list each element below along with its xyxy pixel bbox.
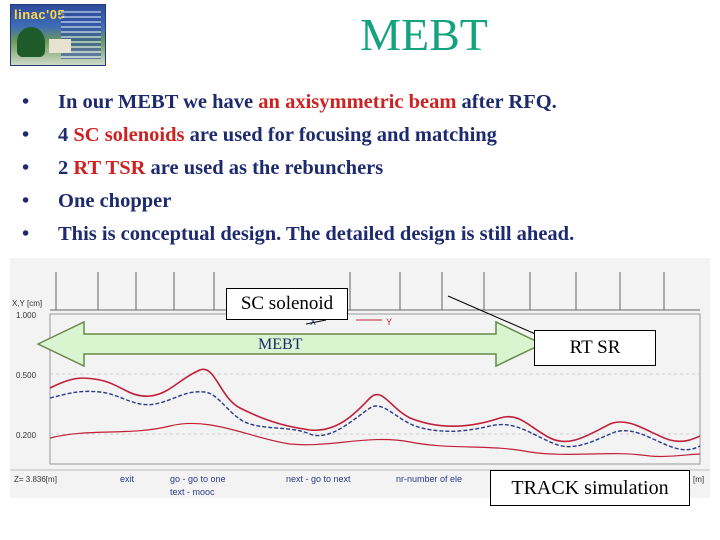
bullet-dot: •	[22, 223, 30, 245]
bullet-item: • This is conceptual design. The detailed…	[22, 218, 574, 251]
bullet-highlight: an axisymmetric beam	[258, 91, 457, 113]
plot-frame	[49, 313, 701, 465]
bullet-item: • 2 RT TSR are used as the rebunchers	[22, 152, 574, 185]
legend-x: X	[310, 317, 316, 327]
bullet-text: 2	[58, 157, 74, 179]
bullet-dot: •	[22, 91, 30, 113]
bullet-text: 4	[58, 124, 74, 146]
bullet-text: One chopper	[58, 190, 172, 212]
element-markers	[50, 272, 700, 311]
bullet-dot: •	[22, 157, 30, 179]
bullet-list: • In our MEBT we have an axisymmetric bea…	[22, 86, 574, 251]
bullet-text: are used as the rebunchers	[145, 157, 384, 179]
logo-building-image	[49, 39, 71, 53]
slide-title: MEBT	[360, 9, 488, 60]
mebt-arrow-label: MEBT	[258, 336, 303, 353]
bullet-item: • 4 SC solenoids are used for focusing an…	[22, 119, 574, 152]
bullet-dot: •	[22, 124, 30, 146]
bullet-text: In our MEBT we have	[58, 91, 259, 113]
y-envelope-trace	[49, 390, 701, 451]
bullet-item: • One chopper	[22, 185, 574, 218]
y-tick-label: 0.200	[16, 431, 37, 440]
bullet-text: after RFQ.	[456, 91, 557, 113]
track-simulation-callout: TRACK simulation	[490, 470, 690, 506]
logo-text: linac'05	[14, 7, 66, 22]
y-tick-label: 0.500	[16, 371, 37, 380]
secondary-trace	[49, 422, 701, 458]
logo-tree-image	[17, 27, 45, 57]
bullet-text: are used for focusing and matching	[184, 124, 497, 146]
z-position-readout: Z= 3.836[m]	[14, 475, 57, 484]
bullet-text: This is conceptual design. The detailed …	[58, 223, 575, 245]
z-unit-mark: [m]	[693, 475, 704, 484]
rt-sr-callout: RT SR	[534, 330, 656, 366]
legend-y: Y	[386, 317, 392, 327]
bullet-highlight: SC solenoids	[73, 124, 185, 146]
x-envelope-trace	[49, 368, 701, 443]
simulation-plot: X,Y [cm] 1.000 0.500 0.200 X Y Z= 3.836[…	[10, 272, 710, 497]
toolbar-next[interactable]: next - go to next	[286, 474, 351, 484]
bullet-dot: •	[22, 190, 30, 212]
toolbar-exit[interactable]: exit	[120, 474, 135, 484]
y-tick-label: 1.000	[16, 311, 37, 320]
toolbar-text[interactable]: text - mooc	[170, 487, 215, 497]
rt-sr-leader	[447, 295, 541, 337]
axis-label: X,Y [cm]	[12, 299, 42, 308]
bullet-item: • In our MEBT we have an axisymmetric bea…	[22, 86, 574, 119]
sc-solenoid-callout: SC solenoid	[226, 288, 348, 320]
toolbar-go[interactable]: go - go to one	[170, 474, 226, 484]
sc-solenoid-leader	[305, 319, 327, 325]
bullet-highlight: RT TSR	[73, 157, 146, 179]
track-simulation-panel: X,Y [cm] 1.000 0.500 0.200 X Y Z= 3.836[…	[10, 258, 710, 498]
toolbar-nr[interactable]: nr-number of ele	[396, 474, 462, 484]
conference-logo: linac'05	[10, 4, 106, 66]
